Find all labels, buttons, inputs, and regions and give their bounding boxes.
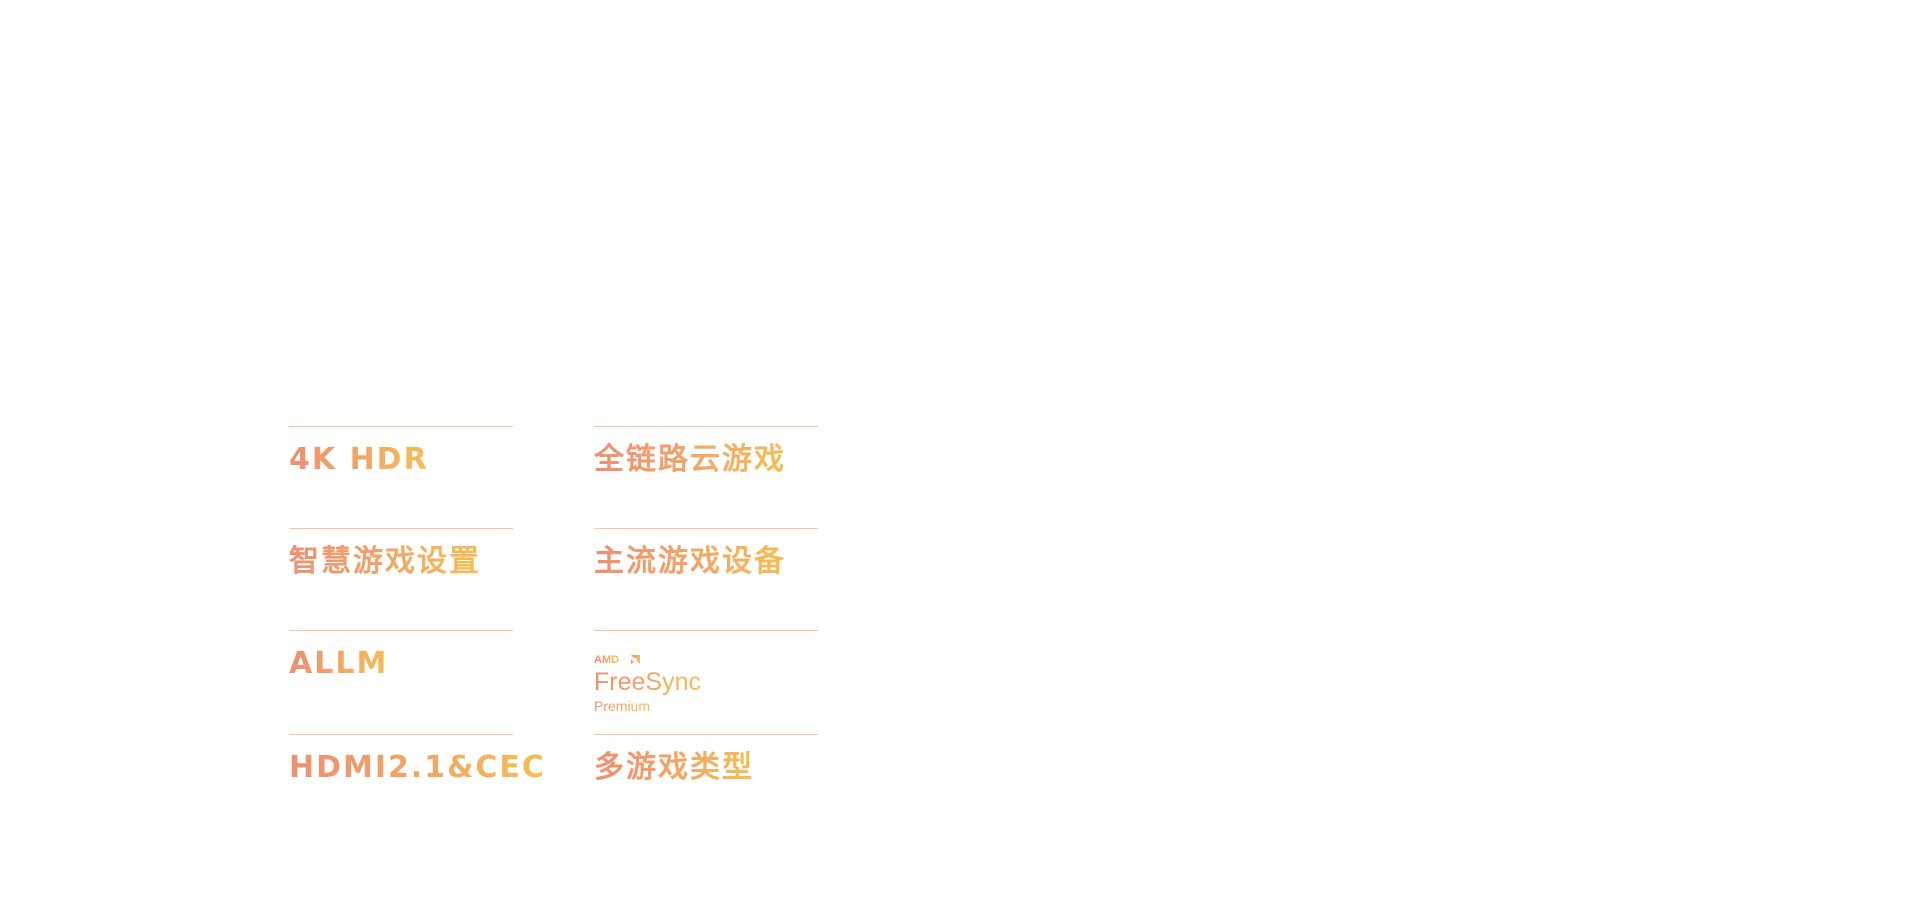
feature-cell: AMD FreeSync Premium (594, 630, 818, 734)
feature-cell: HDMI2.1&CEC (289, 734, 544, 794)
feature-label-gaming-devices: 主流游戏设备 (594, 544, 786, 579)
amd-brand-text: AMD (594, 654, 619, 666)
feature-cell: 多游戏类型 (594, 734, 818, 794)
feature-cell: 全链路云游戏 (594, 426, 818, 528)
feature-cell: 主流游戏设备 (594, 528, 818, 630)
feature-label-cloud-gaming: 全链路云游戏 (594, 442, 786, 477)
premium-text: Premium (594, 698, 650, 714)
feature-cell: ALLM (289, 630, 513, 734)
feature-column-right: 全链路云游戏 主流游戏设备 AMD FreeSync Premium 多 (594, 426, 818, 794)
feature-column-left: 4K HDR 智慧游戏设置 ALLM HDMI2.1&CEC (289, 426, 544, 794)
feature-label-smart-game-settings: 智慧游戏设置 (289, 544, 481, 579)
amd-freesync-premium-logo: AMD FreeSync Premium (594, 654, 701, 714)
feature-label-allm: ALLM (289, 646, 389, 681)
feature-label-4k-hdr: 4K HDR (289, 442, 429, 477)
amd-arrow-icon (631, 655, 640, 664)
feature-label-hdmi-cec: HDMI2.1&CEC (289, 750, 546, 785)
feature-cell: 智慧游戏设置 (289, 528, 513, 630)
feature-cell: 4K HDR (289, 426, 513, 528)
feature-label-game-genres: 多游戏类型 (594, 750, 754, 785)
freesync-text: FreeSync (594, 668, 701, 696)
